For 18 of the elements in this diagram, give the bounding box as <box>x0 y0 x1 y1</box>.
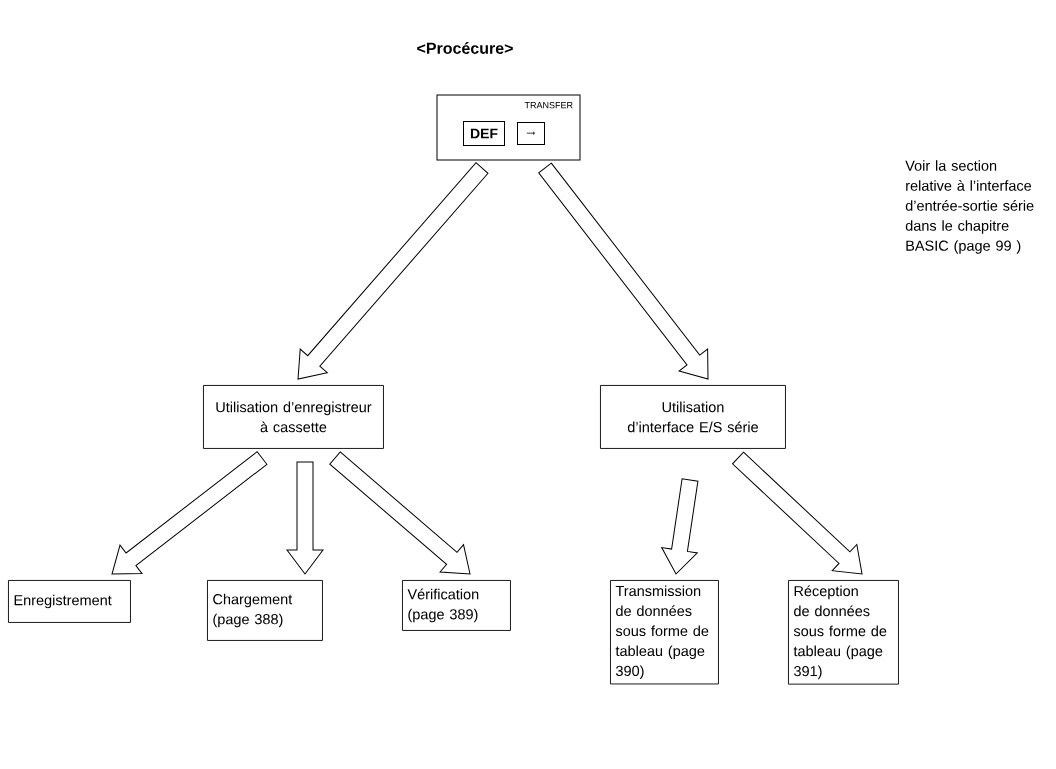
key: → <box>517 122 545 145</box>
process-box: Transmission de données sous forme de tableau (page 390) <box>610 580 719 685</box>
process-box: Vérification (page 389) <box>402 580 511 631</box>
key: DEF <box>463 121 505 146</box>
process-box: Enregistrement <box>8 580 131 623</box>
process-box: Utilisation d’interface E/S série <box>600 385 786 449</box>
hollow-arrow <box>111 451 268 575</box>
hollow-arrow <box>286 461 324 575</box>
heading: <Procécure> <box>417 42 513 54</box>
hollow-arrow <box>329 451 471 575</box>
process-box: Réception de données sous forme de tableau (page 391) <box>788 580 899 685</box>
hollow-arrow <box>538 162 709 380</box>
hollow-arrow <box>732 451 863 575</box>
hollow-arrow <box>297 162 489 380</box>
note-text: Voir la section relative à l’interface d’entrée-sortie série dans le chapitre BASIC (page 99 ) <box>905 160 1034 254</box>
process-box: Chargement (page 388) <box>207 580 323 641</box>
hollow-arrow <box>661 478 699 575</box>
process-box: Utilisation d’enregistreur à cassette <box>203 385 384 449</box>
